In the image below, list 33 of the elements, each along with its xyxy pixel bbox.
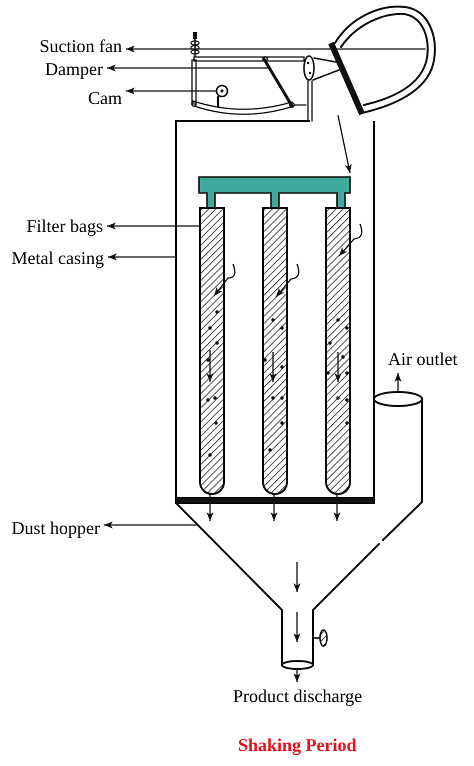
flow-arrow xyxy=(206,494,214,521)
leader-line xyxy=(294,669,300,682)
leader-line xyxy=(108,254,176,260)
metal-casing xyxy=(175,120,375,504)
shaker-mechanism xyxy=(191,56,313,122)
part-label: Damper xyxy=(45,59,103,79)
leader-line xyxy=(126,46,330,52)
leader-line xyxy=(104,522,198,528)
part-label: Metal casing xyxy=(12,248,104,268)
damper-link xyxy=(262,58,294,108)
filter-bag xyxy=(262,207,288,495)
suction-fan xyxy=(303,6,436,116)
air-outlet-pipe xyxy=(373,391,423,503)
cam xyxy=(216,84,228,98)
part-label: Air outlet xyxy=(388,349,458,369)
caption: Shaking Period xyxy=(238,735,357,755)
leader-line xyxy=(126,88,216,94)
leader-line xyxy=(107,222,200,230)
part-label: Filter bags xyxy=(26,216,103,236)
part-label: Cam xyxy=(88,88,122,108)
leader-line xyxy=(394,373,402,392)
flow-arrow xyxy=(337,115,352,174)
flow-arrow xyxy=(334,494,340,521)
filter-bag xyxy=(325,207,351,495)
leader-line xyxy=(107,64,269,72)
discharge-pipe xyxy=(281,609,314,670)
manifold xyxy=(198,176,351,209)
flow-arrow xyxy=(270,494,278,521)
part-label: Product discharge xyxy=(233,686,362,706)
filter-bag xyxy=(199,207,225,495)
part-label: Dust hopper xyxy=(12,518,100,538)
dust-hopper xyxy=(175,501,423,611)
part-label: Suction fan xyxy=(40,36,122,56)
